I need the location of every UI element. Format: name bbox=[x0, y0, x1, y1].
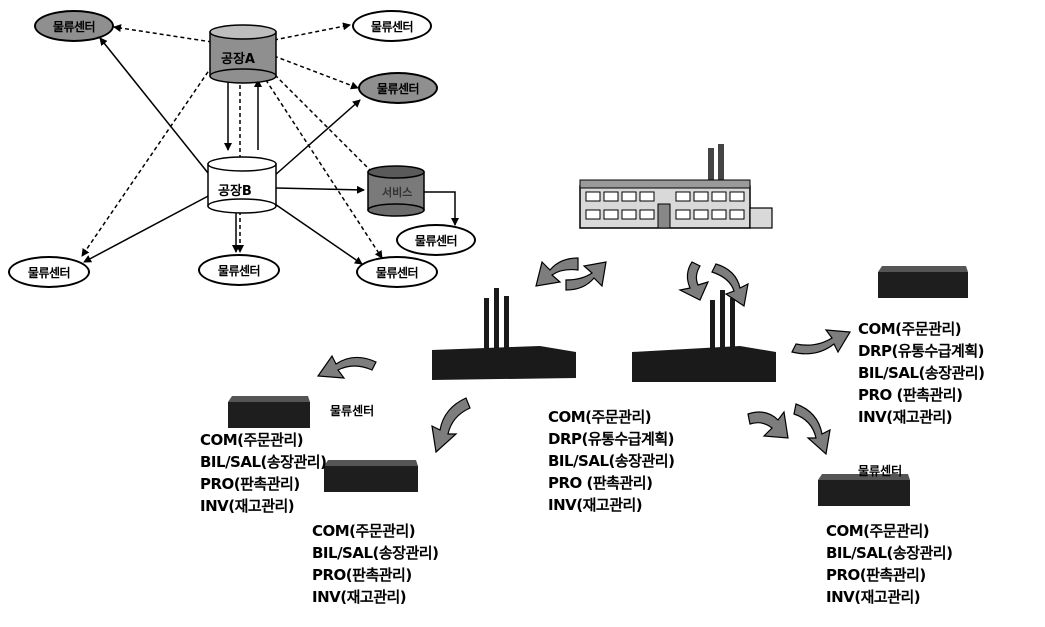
dc-node-topright: 물류센터 bbox=[352, 10, 432, 42]
module-item: PRO(판촉관리) bbox=[826, 566, 926, 584]
dc-node-label: 물류센터 bbox=[376, 81, 420, 96]
module-list-left-dc: COM(주문관리) BIL/SAL(송장관리) PRO(판촉관리) INV(재고… bbox=[200, 429, 327, 517]
dc-label-right: 물류센터 bbox=[858, 464, 903, 478]
warehouse-cylinder bbox=[367, 165, 425, 217]
module-item: INV(재고관리) bbox=[548, 496, 643, 514]
dc-node-left: 물류센터 bbox=[8, 256, 90, 288]
module-item: COM(주문관리) bbox=[200, 431, 304, 449]
module-item: PRO (판촉관리) bbox=[548, 474, 653, 492]
dc-box-left bbox=[228, 396, 310, 428]
connector-b-to-dc-left bbox=[83, 193, 213, 263]
dc-box-left-lower bbox=[324, 460, 418, 492]
connector-a-to-dc-right bbox=[273, 55, 359, 90]
module-item: DRP(유통수급계획) bbox=[858, 342, 985, 360]
curved-arrow-to-right-upper-dc bbox=[791, 329, 852, 355]
curved-arrow-exchange-right-lower-a bbox=[747, 410, 789, 439]
dc-node-label: 물류센터 bbox=[414, 233, 458, 248]
dc-node-label: 물류센터 bbox=[27, 265, 71, 280]
dc-node-bottomright: 물류센터 bbox=[356, 256, 438, 288]
module-item: COM(주문관리) bbox=[858, 320, 962, 338]
network-connectors bbox=[81, 22, 459, 265]
dc-node-right: 물류센터 bbox=[358, 72, 438, 104]
connector-a-to-dc-bottomright bbox=[261, 73, 383, 259]
flow-arrows bbox=[316, 257, 852, 456]
module-list-left-lower: COM(주문관리) BIL/SAL(송장관리) PRO(판촉관리) INV(재고… bbox=[312, 520, 439, 608]
connector-b-to-dc-right bbox=[273, 99, 361, 177]
module-item: BIL/SAL(송장관리) bbox=[312, 544, 439, 562]
dc-node-topleft: 물류센터 bbox=[34, 10, 114, 42]
dc-box-right-lower bbox=[818, 474, 910, 506]
right-factory-icon bbox=[632, 290, 776, 382]
module-item: COM(주문관리) bbox=[312, 522, 416, 540]
dc-node-label: 물류센터 bbox=[370, 19, 414, 34]
module-item: INV(재고관리) bbox=[200, 497, 295, 515]
curved-arrow-exchange-right-b bbox=[711, 263, 749, 308]
dc-node-label: 물류센터 bbox=[375, 265, 419, 280]
module-list-center: COM(주문관리) DRP(유통수급계획) BIL/SAL(송장관리) PRO … bbox=[548, 406, 675, 516]
module-item: INV(재고관리) bbox=[858, 408, 953, 426]
factory-b-label: 공장B bbox=[218, 184, 252, 199]
module-item: DRP(유통수급계획) bbox=[548, 430, 675, 448]
module-list-right-upper: COM(주문관리) DRP(유통수급계획) BIL/SAL(송장관리) PRO … bbox=[858, 318, 985, 428]
connector-b-to-dc-bottomright bbox=[271, 201, 363, 265]
left-factory-icon bbox=[432, 288, 576, 380]
connector-b-to-warehouse bbox=[275, 185, 365, 194]
curved-arrow-to-left-dc bbox=[316, 354, 377, 379]
connector-b-to-dc-topleft bbox=[99, 37, 213, 179]
connector-a-to-dc-topleft bbox=[113, 24, 213, 43]
dc-node-label: 물류센터 bbox=[52, 19, 96, 34]
curved-arrow-exchange-right-a bbox=[678, 261, 710, 301]
module-item: PRO(판촉관리) bbox=[200, 475, 300, 493]
module-item: BIL/SAL(송장관리) bbox=[858, 364, 985, 382]
main-factory-icon bbox=[579, 144, 773, 229]
module-item: BIL/SAL(송장관리) bbox=[826, 544, 953, 562]
module-list-right-lower: COM(주문관리) BIL/SAL(송장관리) PRO(판촉관리) INV(재고… bbox=[826, 520, 953, 608]
dc-node-bottom: 물류센터 bbox=[198, 254, 280, 286]
factory-a-label: 공장A bbox=[221, 52, 255, 67]
module-item: PRO (판촉관리) bbox=[858, 386, 963, 404]
module-item: COM(주문관리) bbox=[826, 522, 930, 540]
warehouse-label: 서비스 bbox=[382, 186, 413, 199]
factory-a-cylinder bbox=[209, 24, 277, 84]
module-item: COM(주문관리) bbox=[548, 408, 652, 426]
dc-node-warehouse: 물류센터 bbox=[396, 224, 476, 256]
connector-a-to-warehouse bbox=[269, 69, 379, 179]
module-item: INV(재고관리) bbox=[826, 588, 921, 606]
dc-label-left: 물류센터 bbox=[330, 404, 375, 418]
connector-a-to-dc-left bbox=[81, 65, 213, 257]
module-item: INV(재고관리) bbox=[312, 588, 407, 606]
curved-arrow-exchange-left-b bbox=[565, 261, 607, 291]
curved-arrow-exchange-right-lower-b bbox=[793, 403, 831, 456]
module-item: BIL/SAL(송장관리) bbox=[200, 453, 327, 471]
connector-warehouse-to-dc bbox=[420, 191, 459, 226]
curved-arrow-to-left-lower-dc bbox=[431, 397, 471, 454]
module-item: PRO(판촉관리) bbox=[312, 566, 412, 584]
module-item: BIL/SAL(송장관리) bbox=[548, 452, 675, 470]
factory-b-cylinder bbox=[207, 156, 277, 214]
curved-arrow-exchange-left-a bbox=[535, 257, 579, 287]
dc-node-label: 물류센터 bbox=[217, 263, 261, 278]
dc-box-right-upper bbox=[878, 266, 968, 298]
connector-a-to-dc-topright bbox=[273, 22, 351, 41]
